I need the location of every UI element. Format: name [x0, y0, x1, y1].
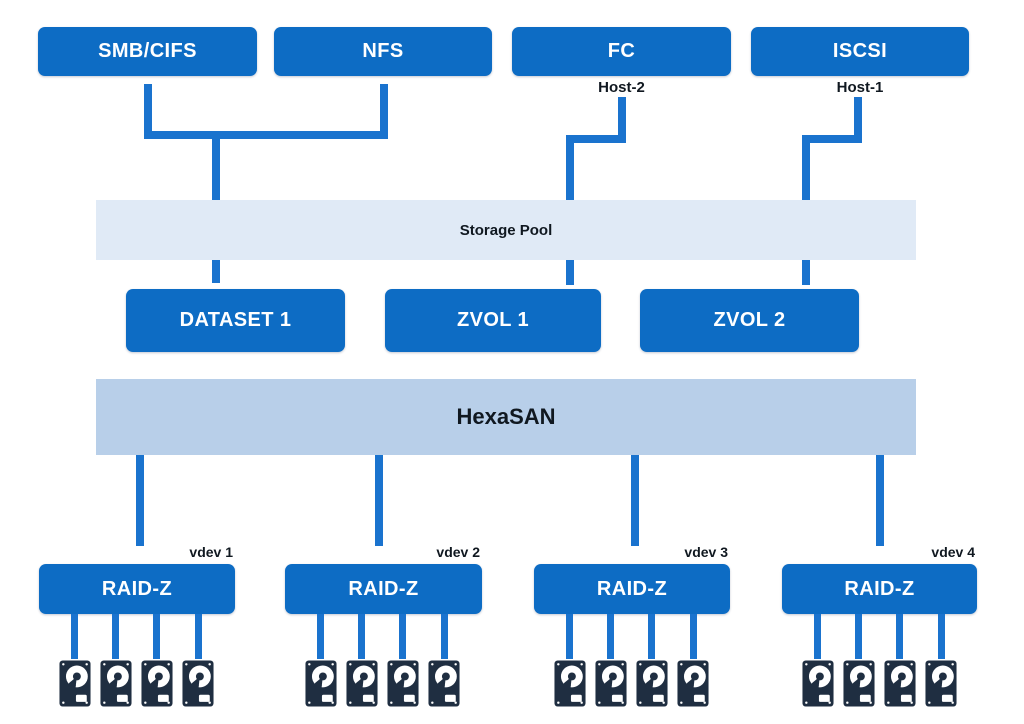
protocol-box-iscsi: ISCSI: [751, 27, 969, 76]
connector-line-iscsi-horizontal: [802, 135, 862, 143]
connector-line-smb-down: [144, 84, 152, 139]
hdd-icon: [141, 659, 173, 708]
host-label-iscsi: Host-1: [836, 78, 884, 96]
hdd-icon: [554, 659, 586, 708]
dataset1-box: DATASET 1: [126, 289, 345, 352]
connector-line-fc-horizontal: [566, 135, 626, 143]
vdev-group-4: vdev 4 RAID-Z: [782, 544, 977, 708]
hdd-icon: [428, 659, 460, 708]
raidz-box: RAID-Z: [285, 564, 482, 614]
disk-connector-line: [358, 614, 365, 659]
protocol-box-fc: FC: [512, 27, 731, 76]
connector-line-join-horizontal: [144, 131, 388, 139]
vdev-label: vdev 4: [931, 544, 975, 560]
hexasan-label: HexaSAN: [456, 404, 556, 429]
connector-line-iscsi-down: [854, 97, 862, 143]
disk-connector-line: [399, 614, 406, 659]
disk-connector-line: [317, 614, 324, 659]
hdd-icon: [305, 659, 337, 708]
hdd-icon: [884, 659, 916, 708]
raidz-box: RAID-Z: [39, 564, 235, 614]
disk-connector-line: [896, 614, 903, 659]
hdd-icon: [925, 659, 957, 708]
raidz-box: RAID-Z: [782, 564, 977, 614]
protocol-box-nfs: NFS: [274, 27, 492, 76]
hdd-icon: [100, 659, 132, 708]
disk-connector-line: [195, 614, 202, 659]
hdd-icon: [182, 659, 214, 708]
host-label-fc: Host-2: [598, 78, 645, 96]
disk-connector-line: [814, 614, 821, 659]
disk-connector-line: [648, 614, 655, 659]
connector-line-vdev2: [375, 455, 383, 546]
vdev-label: vdev 1: [189, 544, 233, 560]
connector-line-vdev4: [876, 455, 884, 546]
zvol1-box: ZVOL 1: [385, 289, 601, 352]
hdd-icon: [677, 659, 709, 708]
disk-connector-line: [71, 614, 78, 659]
disk-connector-line: [690, 614, 697, 659]
vdev-label: vdev 2: [436, 544, 480, 560]
disk-connector-line: [938, 614, 945, 659]
connector-line-vdev3: [631, 455, 639, 546]
hdd-icon: [843, 659, 875, 708]
vdev-label: vdev 3: [684, 544, 728, 560]
hexasan-band: HexaSAN: [96, 379, 916, 455]
disk-connector-line: [112, 614, 119, 659]
hdd-icon: [346, 659, 378, 708]
storage-pool-label: Storage Pool: [459, 221, 553, 239]
vdev-group-3: vdev 3 RAID-Z: [534, 544, 730, 708]
disk-connector-line: [566, 614, 573, 659]
connector-line-nfs-down: [380, 84, 388, 139]
hdd-icon: [387, 659, 419, 708]
connector-line-vdev1: [136, 455, 144, 546]
vdev-group-2: vdev 2 RAID-Z: [285, 544, 482, 708]
raidz-box: RAID-Z: [534, 564, 730, 614]
protocol-box-smb-cifs: SMB/CIFS: [38, 27, 257, 76]
hdd-icon: [59, 659, 91, 708]
disk-connector-line: [441, 614, 448, 659]
vdev-group-1: vdev 1 RAID-Z: [39, 544, 235, 708]
hdd-icon: [802, 659, 834, 708]
disk-connector-line: [855, 614, 862, 659]
hdd-icon: [636, 659, 668, 708]
disk-connector-line: [607, 614, 614, 659]
storage-pool-band: Storage Pool: [96, 200, 916, 260]
zvol2-box: ZVOL 2: [640, 289, 859, 352]
disk-connector-line: [153, 614, 160, 659]
connector-line-fc-down: [618, 97, 626, 143]
hdd-icon: [595, 659, 627, 708]
